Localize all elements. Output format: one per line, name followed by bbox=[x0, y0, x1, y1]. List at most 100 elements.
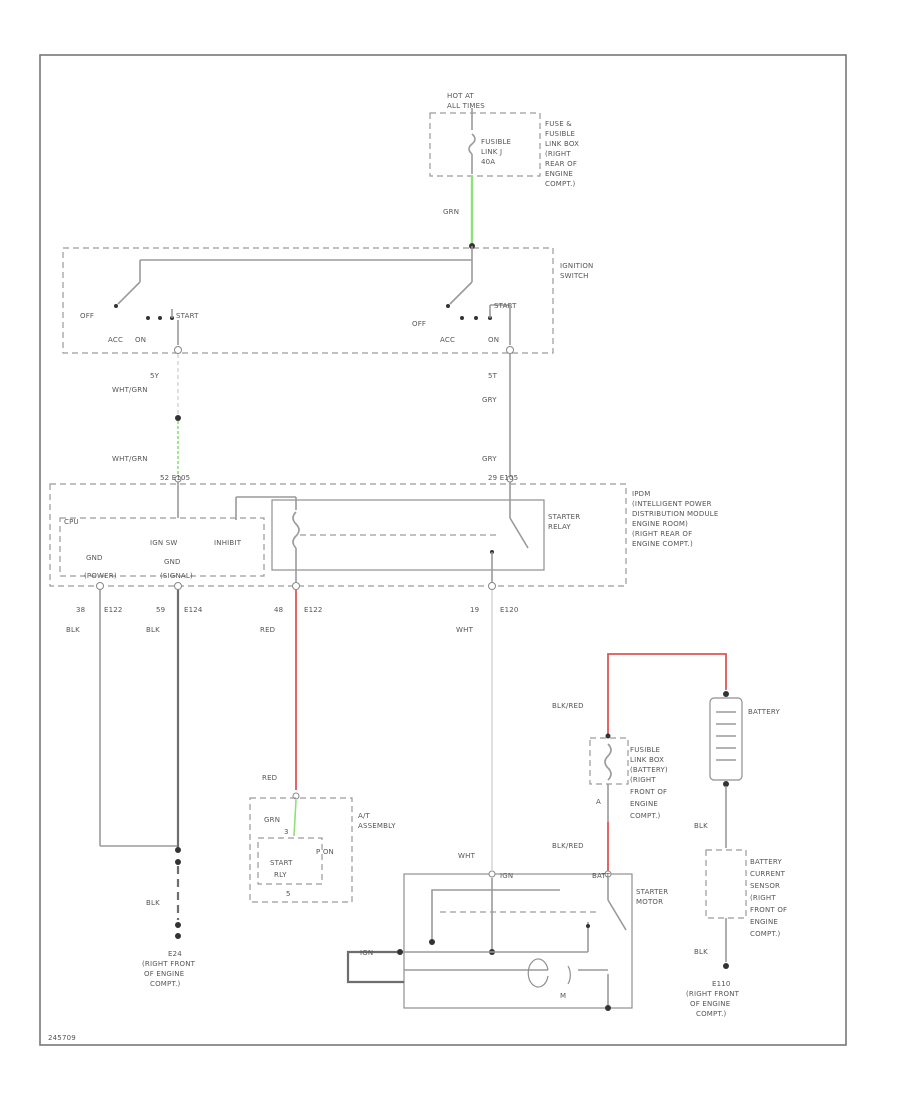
diagram-label: INHIBIT bbox=[214, 539, 242, 547]
diagram-label: (RIGHT REAR OF bbox=[632, 530, 692, 538]
diagram-label: COMPT.) bbox=[545, 180, 576, 188]
diagram-label: ENGINE bbox=[545, 170, 573, 178]
diagram-label: ASSEMBLY bbox=[358, 822, 396, 830]
diagram-label: ON bbox=[488, 336, 499, 344]
diagram-label: WHT/GRN bbox=[112, 455, 148, 463]
diagram-label: 52 E105 bbox=[160, 474, 190, 482]
diagram-label: 29 E105 bbox=[488, 474, 518, 482]
diagram-label: ON bbox=[135, 336, 146, 344]
diagram-label: COMPT.) bbox=[750, 930, 781, 938]
diagram-label: BLK bbox=[146, 899, 160, 907]
diagram-label: GRN bbox=[264, 816, 280, 824]
diagram-label: OF ENGINE bbox=[690, 1000, 730, 1008]
diagram-label: 5Y bbox=[150, 372, 160, 380]
red-wire-battery bbox=[607, 653, 727, 735]
diagram-label: COMPT.) bbox=[150, 980, 181, 988]
diagram-label: WHT/GRN bbox=[112, 386, 148, 394]
diagram-label: 5T bbox=[488, 372, 498, 380]
diagram-label: ENGINE ROOM) bbox=[632, 520, 688, 528]
diagram-label: CPU bbox=[64, 518, 79, 526]
diagram-label: OFF bbox=[80, 312, 94, 320]
diagram-label: 5 bbox=[286, 890, 291, 898]
diagram-label: HOT AT bbox=[447, 92, 475, 100]
diagram-label: ALL TIMES bbox=[447, 102, 485, 110]
diagram-label: BLK bbox=[66, 626, 80, 634]
diagram-label: 59 bbox=[156, 606, 165, 614]
diagram-label: BATTERY bbox=[750, 858, 783, 866]
diagram-label: OF ENGINE bbox=[144, 970, 184, 978]
diagram-label: BLK bbox=[694, 948, 708, 956]
diagram-label: A/T bbox=[358, 812, 371, 820]
diagram-label: BLK/RED bbox=[552, 702, 584, 710]
diagram-label: (RIGHT bbox=[750, 894, 776, 902]
diagram-label: REAR OF bbox=[545, 160, 577, 168]
diagram-label: GND bbox=[164, 558, 181, 566]
diagram-label: IGN SW bbox=[150, 539, 178, 547]
diagram-label: SWITCH bbox=[560, 272, 589, 280]
diagram-label: BATTERY bbox=[748, 708, 781, 716]
diagram-label: OFF bbox=[412, 320, 426, 328]
diagram-label: 38 bbox=[76, 606, 85, 614]
diagram-label: M bbox=[560, 992, 566, 1000]
diagram-label: 19 bbox=[470, 606, 479, 614]
diagram-label: E120 bbox=[500, 606, 519, 614]
ipdm-engine-room: IPDM (INTELLIGENT POWER DISTRIBUTION MOD… bbox=[49, 482, 719, 587]
diagram-label: (RIGHT bbox=[630, 776, 656, 784]
diagram-label: LINK J bbox=[481, 148, 502, 156]
diagram-label: ENGINE COMPT.) bbox=[632, 540, 693, 548]
diagram-label: FUSIBLE bbox=[481, 138, 511, 146]
diagram-label: E122 bbox=[104, 606, 123, 614]
fuse-fusible-link-box: HOT AT ALL TIMES FUSIBLE LINK J 40A FUSE… bbox=[429, 92, 579, 188]
diagram-label: (RIGHT FRONT bbox=[686, 990, 740, 998]
diagram-label: BATT bbox=[592, 872, 611, 880]
diagram-label: E124 bbox=[184, 606, 203, 614]
diagram-label: RLY bbox=[274, 871, 287, 879]
diagram-label: ACC bbox=[108, 336, 123, 344]
diagram-frame bbox=[39, 54, 847, 1046]
diagram-label: 48 bbox=[274, 606, 283, 614]
diagram-label: ACC bbox=[440, 336, 455, 344]
diagram-label: FUSIBLE bbox=[630, 746, 660, 754]
diagram-label: IGN bbox=[500, 872, 513, 880]
diagram-label: START bbox=[176, 312, 199, 320]
diagram-label: E122 bbox=[304, 606, 323, 614]
diagram-label: RELAY bbox=[548, 523, 571, 531]
diagram-label: FRONT OF bbox=[750, 906, 787, 914]
grn-wire-top-label: GRN bbox=[443, 208, 459, 216]
diagram-label: FUSE & bbox=[545, 120, 572, 128]
diagram-label: STARTER bbox=[636, 888, 668, 896]
diagram-label: (RIGHT FRONT bbox=[142, 960, 196, 968]
diagram-label: P ON bbox=[316, 848, 334, 856]
diagram-label: (RIGHT bbox=[545, 150, 571, 158]
diagram-label: 3 bbox=[284, 828, 289, 836]
ground-e110-label: E110 (RIGHT FRONT OF ENGINE COMPT.) bbox=[686, 980, 740, 1018]
diagram-label: LINK BOX bbox=[630, 756, 664, 764]
diagram-label: STARTER bbox=[548, 513, 580, 521]
diagram-label: LINK BOX bbox=[545, 140, 579, 148]
diagram-label: WHT bbox=[458, 852, 476, 860]
diagram-label: GND bbox=[86, 554, 103, 562]
diagram-label: SENSOR bbox=[750, 882, 780, 890]
fusible-link-box-battery: BLK/RED FUSIBLE LINK BOX (BATTERY) (RIGH… bbox=[552, 702, 668, 872]
diagram-label: WHT bbox=[456, 626, 474, 634]
diagram-label: BLK/RED bbox=[552, 842, 584, 850]
diagram-label: GRY bbox=[482, 396, 497, 404]
diagram-label: START bbox=[494, 302, 517, 310]
diagram-label: 40A bbox=[481, 158, 495, 166]
diagram-label: RED bbox=[260, 626, 275, 634]
diagram-label: IPDM bbox=[632, 490, 651, 498]
ground-e24-label: E24 (RIGHT FRONT OF ENGINE COMPT.) bbox=[142, 950, 196, 988]
battery: BATTERY BLK bbox=[694, 691, 781, 848]
diagram-label: IGNITION bbox=[560, 262, 593, 270]
diagram-label: FUSIBLE bbox=[545, 130, 575, 138]
diagram-label: RED bbox=[262, 774, 277, 782]
diagram-label: BLK bbox=[146, 626, 160, 634]
diagram-label: (SIGNAL) bbox=[160, 572, 193, 580]
diagram-label: DISTRIBUTION MODULE bbox=[632, 510, 719, 518]
diagram-label: E24 bbox=[168, 950, 182, 958]
diagram-label: (BATTERY) bbox=[630, 766, 668, 774]
diagram-label: IGN bbox=[360, 949, 373, 957]
diagram-label: ENGINE bbox=[750, 918, 778, 926]
diagram-label: A bbox=[596, 798, 601, 806]
